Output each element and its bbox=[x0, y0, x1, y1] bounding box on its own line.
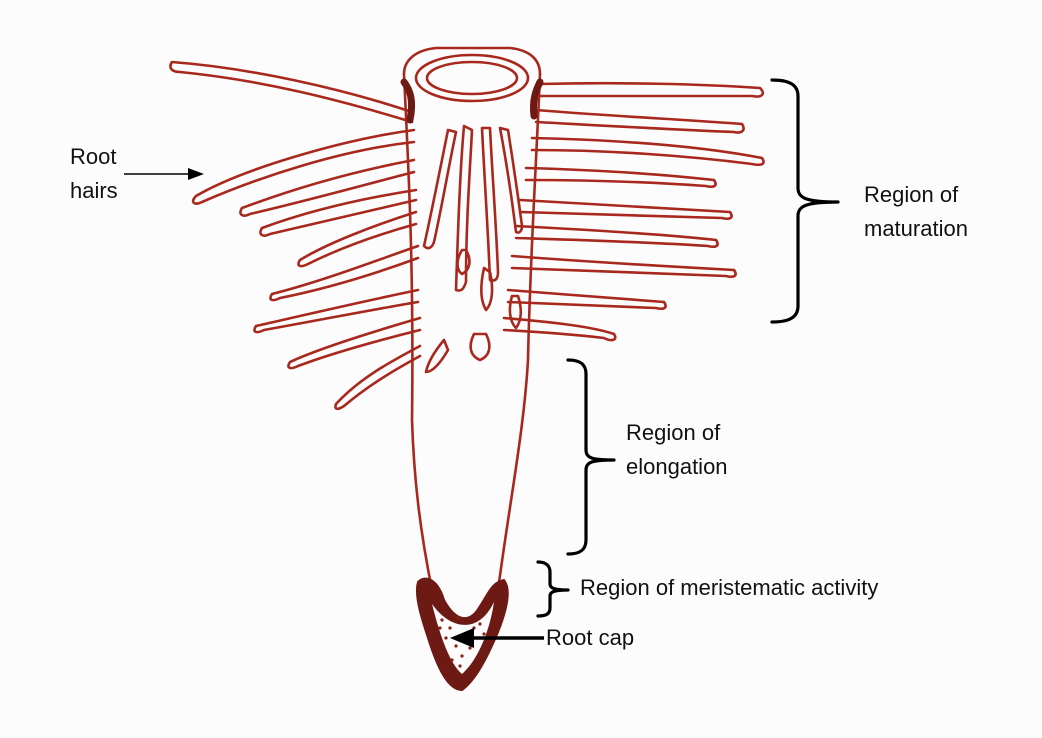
root-cap-cells bbox=[438, 616, 486, 668]
root-body bbox=[400, 46, 544, 592]
label-region-of-meristematic-activity: Region of meristematic activity bbox=[580, 575, 879, 600]
label-maturation-line2: maturation bbox=[864, 216, 968, 241]
root-hairs-arrow bbox=[124, 168, 204, 180]
maturation-brace bbox=[770, 78, 840, 324]
root-hairs-right bbox=[502, 81, 765, 342]
vascular-strands bbox=[422, 124, 524, 374]
label-root-cap: Root cap bbox=[546, 625, 635, 650]
label-region-of-elongation: Region of elongation bbox=[626, 416, 766, 484]
label-root-hairs-line1: Root bbox=[70, 144, 117, 169]
root-cap-arrow bbox=[450, 628, 544, 648]
meristematic-brace bbox=[536, 560, 570, 618]
root-hairs-left bbox=[169, 60, 422, 411]
label-region-of-maturation: Region of maturation bbox=[864, 178, 1004, 246]
label-elongation-line1: Region of bbox=[626, 420, 721, 445]
label-root-hairs: Root hairs bbox=[70, 140, 210, 208]
label-root-hairs-line2: hairs bbox=[70, 178, 118, 203]
label-elongation-line2: elongation bbox=[626, 454, 728, 479]
label-maturation-line1: Region of bbox=[864, 182, 959, 207]
elongation-brace bbox=[566, 358, 616, 556]
